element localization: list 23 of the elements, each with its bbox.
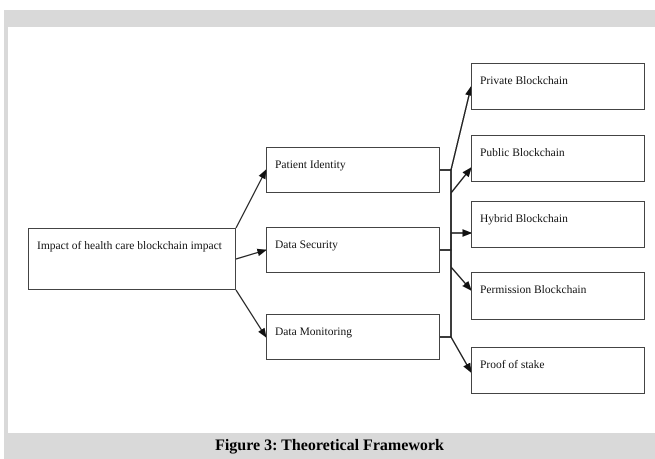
process-box [471,63,645,110]
caption: Figure 3: Theoretical Framework [215,436,444,456]
process-box [28,228,236,290]
box-label: Hybrid Blockchain [480,212,569,227]
box-label: Public Blockchain [480,146,566,161]
arrow [236,290,267,338]
box-label: Impact of health care blockchain impact [37,239,223,254]
box-label: Patient Identity [275,158,347,173]
box-label: Data Security [275,238,339,253]
process-box [471,272,645,320]
process-box [471,201,645,248]
arrow [235,169,267,228]
process-box [266,314,440,360]
process-box [471,347,645,394]
box-label: Proof of stake [480,358,546,373]
arrow [236,248,267,260]
process-box [471,135,645,182]
process-box [266,147,440,193]
box-label: Permission Blockchain [480,283,588,298]
arrow [440,336,472,373]
box-label: Private Blockchain [480,74,569,89]
box-label: Data Monitoring [275,325,353,340]
process-box [266,227,440,273]
